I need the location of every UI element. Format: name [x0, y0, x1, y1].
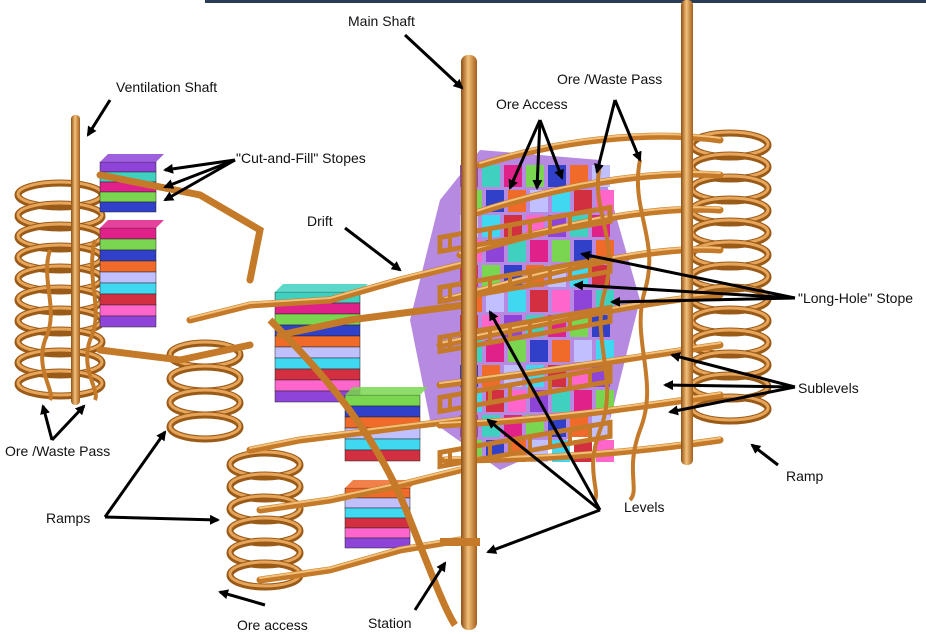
stope-slab — [275, 347, 360, 358]
ventilation-shaft — [71, 115, 80, 405]
cut-and-fill-stope-slab — [100, 220, 164, 228]
ramps-left-label: Ramps — [46, 510, 90, 526]
sublevels-label: Sublevels — [798, 380, 859, 396]
ore-access-top-label: Ore Access — [496, 96, 568, 112]
stope-cell — [508, 290, 526, 312]
stope-cell — [530, 290, 548, 312]
cut-and-fill-stope-slab — [100, 305, 156, 316]
stope-cell — [482, 165, 500, 187]
long-hole-stope-label: "Long-Hole" Stope — [798, 290, 913, 306]
stope-cell — [552, 240, 570, 262]
stope-cell — [574, 340, 592, 362]
stope-slab — [345, 439, 420, 450]
cropped-top-strip — [205, 0, 926, 3]
cut-and-fill-stope-slab — [100, 202, 156, 212]
station-label: Station — [368, 615, 412, 631]
stope-slab — [345, 528, 410, 538]
cut-and-fill-stope-slab — [100, 154, 164, 162]
main-shaft-label: Main Shaft — [348, 13, 415, 29]
cut-and-fill-stope-slab — [100, 162, 156, 172]
drift-label: Drift — [307, 213, 333, 229]
ventilation-shaft-label: Ventilation Shaft — [116, 79, 217, 95]
cut-and-fill-stope-slab — [100, 272, 156, 283]
cut-and-fill-stope-slab — [100, 192, 156, 202]
stope-slab — [345, 395, 420, 406]
ramp-right-label: Ramp — [786, 468, 823, 484]
cut-and-fill-stope-slab — [100, 316, 156, 327]
cut-and-fill-stope-slab — [100, 228, 156, 239]
station — [440, 538, 480, 546]
levels-label: Levels — [624, 499, 664, 515]
ore-access-bottom-label: Ore access — [237, 617, 308, 633]
stope-slab — [275, 380, 360, 391]
stope-cell — [552, 290, 570, 312]
right-shaft — [681, 0, 693, 465]
ore-waste-pass-top-label: Ore /Waste Pass — [557, 71, 662, 87]
stope-cell — [530, 340, 548, 362]
stope-slab — [345, 508, 410, 518]
stope-slab — [345, 518, 410, 528]
stope-cell — [574, 390, 592, 412]
cut-and-fill-label: "Cut-and-Fill" Stopes — [236, 150, 366, 166]
cut-and-fill-stope-slab — [100, 283, 156, 294]
cut-and-fill-stope-slab — [100, 261, 156, 272]
cut-and-fill-stope-slab — [100, 239, 156, 250]
stope-slab — [345, 387, 428, 395]
stope-cell — [526, 165, 544, 187]
cut-and-fill-stope-slab — [100, 294, 156, 305]
cut-and-fill-stope-slab — [100, 250, 156, 261]
ore-waste-pass-left-label: Ore /Waste Pass — [5, 443, 110, 459]
stope-cell — [552, 340, 570, 362]
stope-cell — [530, 240, 548, 262]
